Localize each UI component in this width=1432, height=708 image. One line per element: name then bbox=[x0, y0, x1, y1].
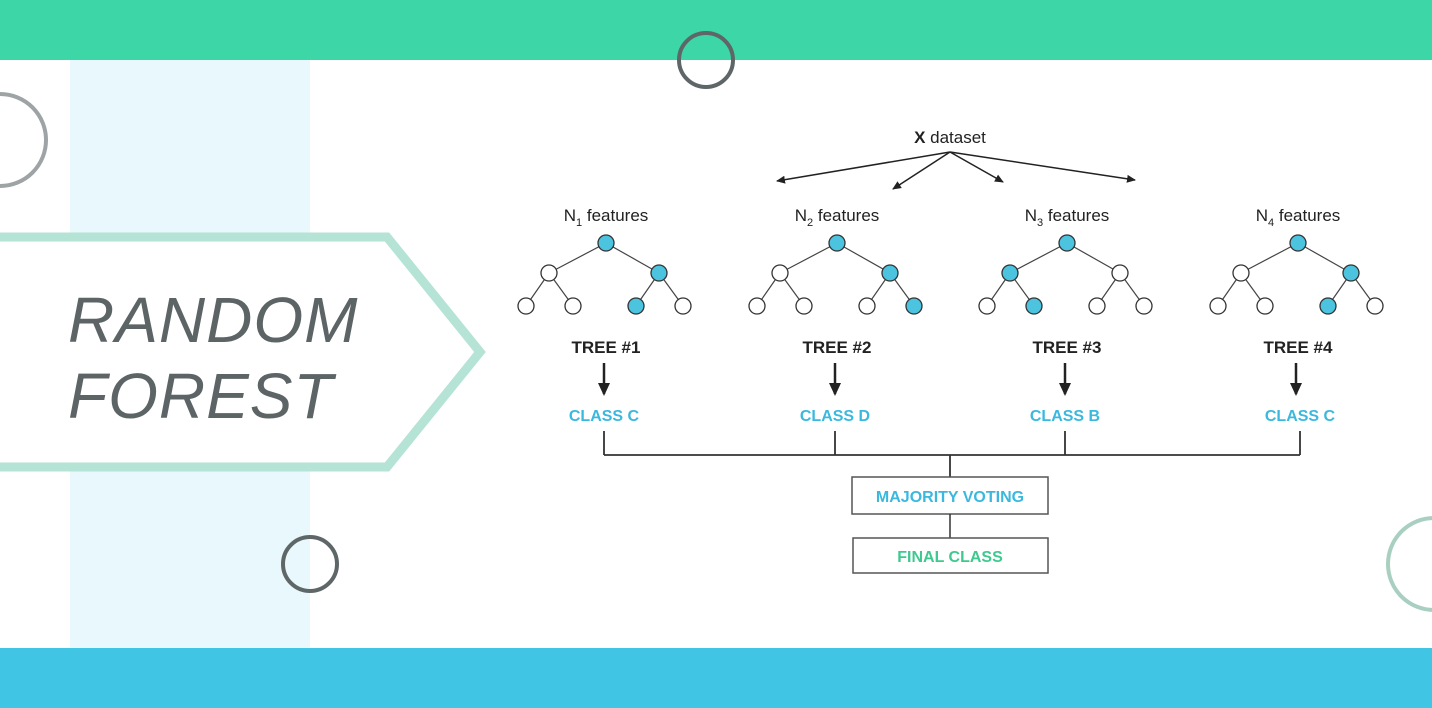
dataset-arrow-4 bbox=[949, 151, 1136, 183]
tree-edge bbox=[779, 242, 838, 274]
tree-node bbox=[1256, 297, 1274, 315]
features-n-subscript: 4 bbox=[1268, 217, 1274, 229]
tree-node bbox=[1209, 297, 1227, 315]
features-n-prefix: N bbox=[564, 206, 576, 225]
tree-node bbox=[1289, 234, 1307, 252]
tree-node bbox=[1001, 264, 1019, 282]
dataset-arrow-2 bbox=[892, 151, 951, 190]
dataset-arrow-1 bbox=[776, 151, 951, 184]
features-n-subscript: 1 bbox=[576, 217, 582, 229]
tree-4-class-label: CLASS C bbox=[1265, 408, 1336, 425]
tree-edge bbox=[1297, 242, 1352, 274]
tree-node bbox=[1319, 297, 1337, 315]
tree-node bbox=[795, 297, 813, 315]
features-n-prefix: N bbox=[1025, 206, 1037, 225]
page-title: RANDOM FOREST bbox=[68, 282, 358, 434]
final-class-box bbox=[852, 537, 1049, 574]
dataset-label: X dataset bbox=[914, 128, 986, 147]
decorative-ring-top bbox=[677, 31, 735, 89]
majority-voting-box bbox=[851, 476, 1049, 515]
tree-edge bbox=[605, 242, 660, 274]
tree-node bbox=[748, 297, 766, 315]
features-text: features bbox=[813, 206, 879, 225]
tree-edge bbox=[548, 242, 607, 274]
voting-connector-lines bbox=[603, 431, 1301, 477]
final-class-label: FINAL CLASS bbox=[897, 549, 1003, 566]
tree-node bbox=[771, 264, 789, 282]
tree-edge bbox=[1066, 242, 1121, 274]
tree-node bbox=[517, 297, 535, 315]
features-n-prefix: N bbox=[1256, 206, 1268, 225]
tree-node bbox=[978, 297, 996, 315]
tree-node bbox=[905, 297, 923, 315]
tree-node bbox=[627, 297, 645, 315]
features-n-subscript: 3 bbox=[1037, 217, 1043, 229]
tree-3-class-label: CLASS B bbox=[1030, 408, 1100, 425]
tree-1-class-label: CLASS C bbox=[569, 408, 640, 425]
tree-edge bbox=[1240, 242, 1299, 274]
bottom-accent-bar bbox=[0, 648, 1432, 708]
decorative-ring-lower bbox=[281, 535, 339, 593]
features-n-prefix: N bbox=[795, 206, 807, 225]
dataset-arrow-3 bbox=[949, 151, 1004, 183]
tree-node bbox=[1111, 264, 1129, 282]
tree-2-class-label: CLASS D bbox=[800, 408, 870, 425]
tree-edge bbox=[1009, 242, 1068, 274]
features-n-subscript: 2 bbox=[807, 217, 813, 229]
dataset-label-rest: dataset bbox=[925, 128, 986, 147]
tree-node bbox=[1025, 297, 1043, 315]
tree-3-features-label: N3 features bbox=[1025, 206, 1110, 229]
tree-node bbox=[674, 297, 692, 315]
tree-node bbox=[1342, 264, 1360, 282]
title-line-1: RANDOM bbox=[68, 284, 359, 356]
dataset-arrows bbox=[776, 151, 1136, 190]
dataset-label-bold: X bbox=[914, 128, 926, 147]
tree-2-label: TREE #2 bbox=[803, 338, 872, 357]
tree-node bbox=[881, 264, 899, 282]
tree-3-label: TREE #3 bbox=[1033, 338, 1102, 357]
tree-node bbox=[650, 264, 668, 282]
tree-2-features-label: N2 features bbox=[795, 206, 880, 229]
tree-node bbox=[1366, 297, 1384, 315]
tree-node bbox=[1135, 297, 1153, 315]
features-text: features bbox=[582, 206, 648, 225]
tree-node bbox=[597, 234, 615, 252]
tree-1-features-label: N1 features bbox=[564, 206, 649, 229]
tree-node bbox=[858, 297, 876, 315]
tree-1-label: TREE #1 bbox=[572, 338, 641, 357]
tree-node bbox=[1058, 234, 1076, 252]
tree-node bbox=[1088, 297, 1106, 315]
tree-node bbox=[1232, 264, 1250, 282]
features-text: features bbox=[1274, 206, 1340, 225]
tree-node bbox=[540, 264, 558, 282]
features-text: features bbox=[1043, 206, 1109, 225]
tree-4-features-label: N4 features bbox=[1256, 206, 1341, 229]
tree-node bbox=[564, 297, 582, 315]
tree-node bbox=[828, 234, 846, 252]
tree-edge bbox=[836, 242, 891, 274]
majority-voting-label: MAJORITY VOTING bbox=[876, 489, 1024, 506]
tree-4-label: TREE #4 bbox=[1264, 338, 1334, 357]
title-banner bbox=[0, 232, 486, 472]
title-line-2: FOREST bbox=[68, 360, 334, 432]
